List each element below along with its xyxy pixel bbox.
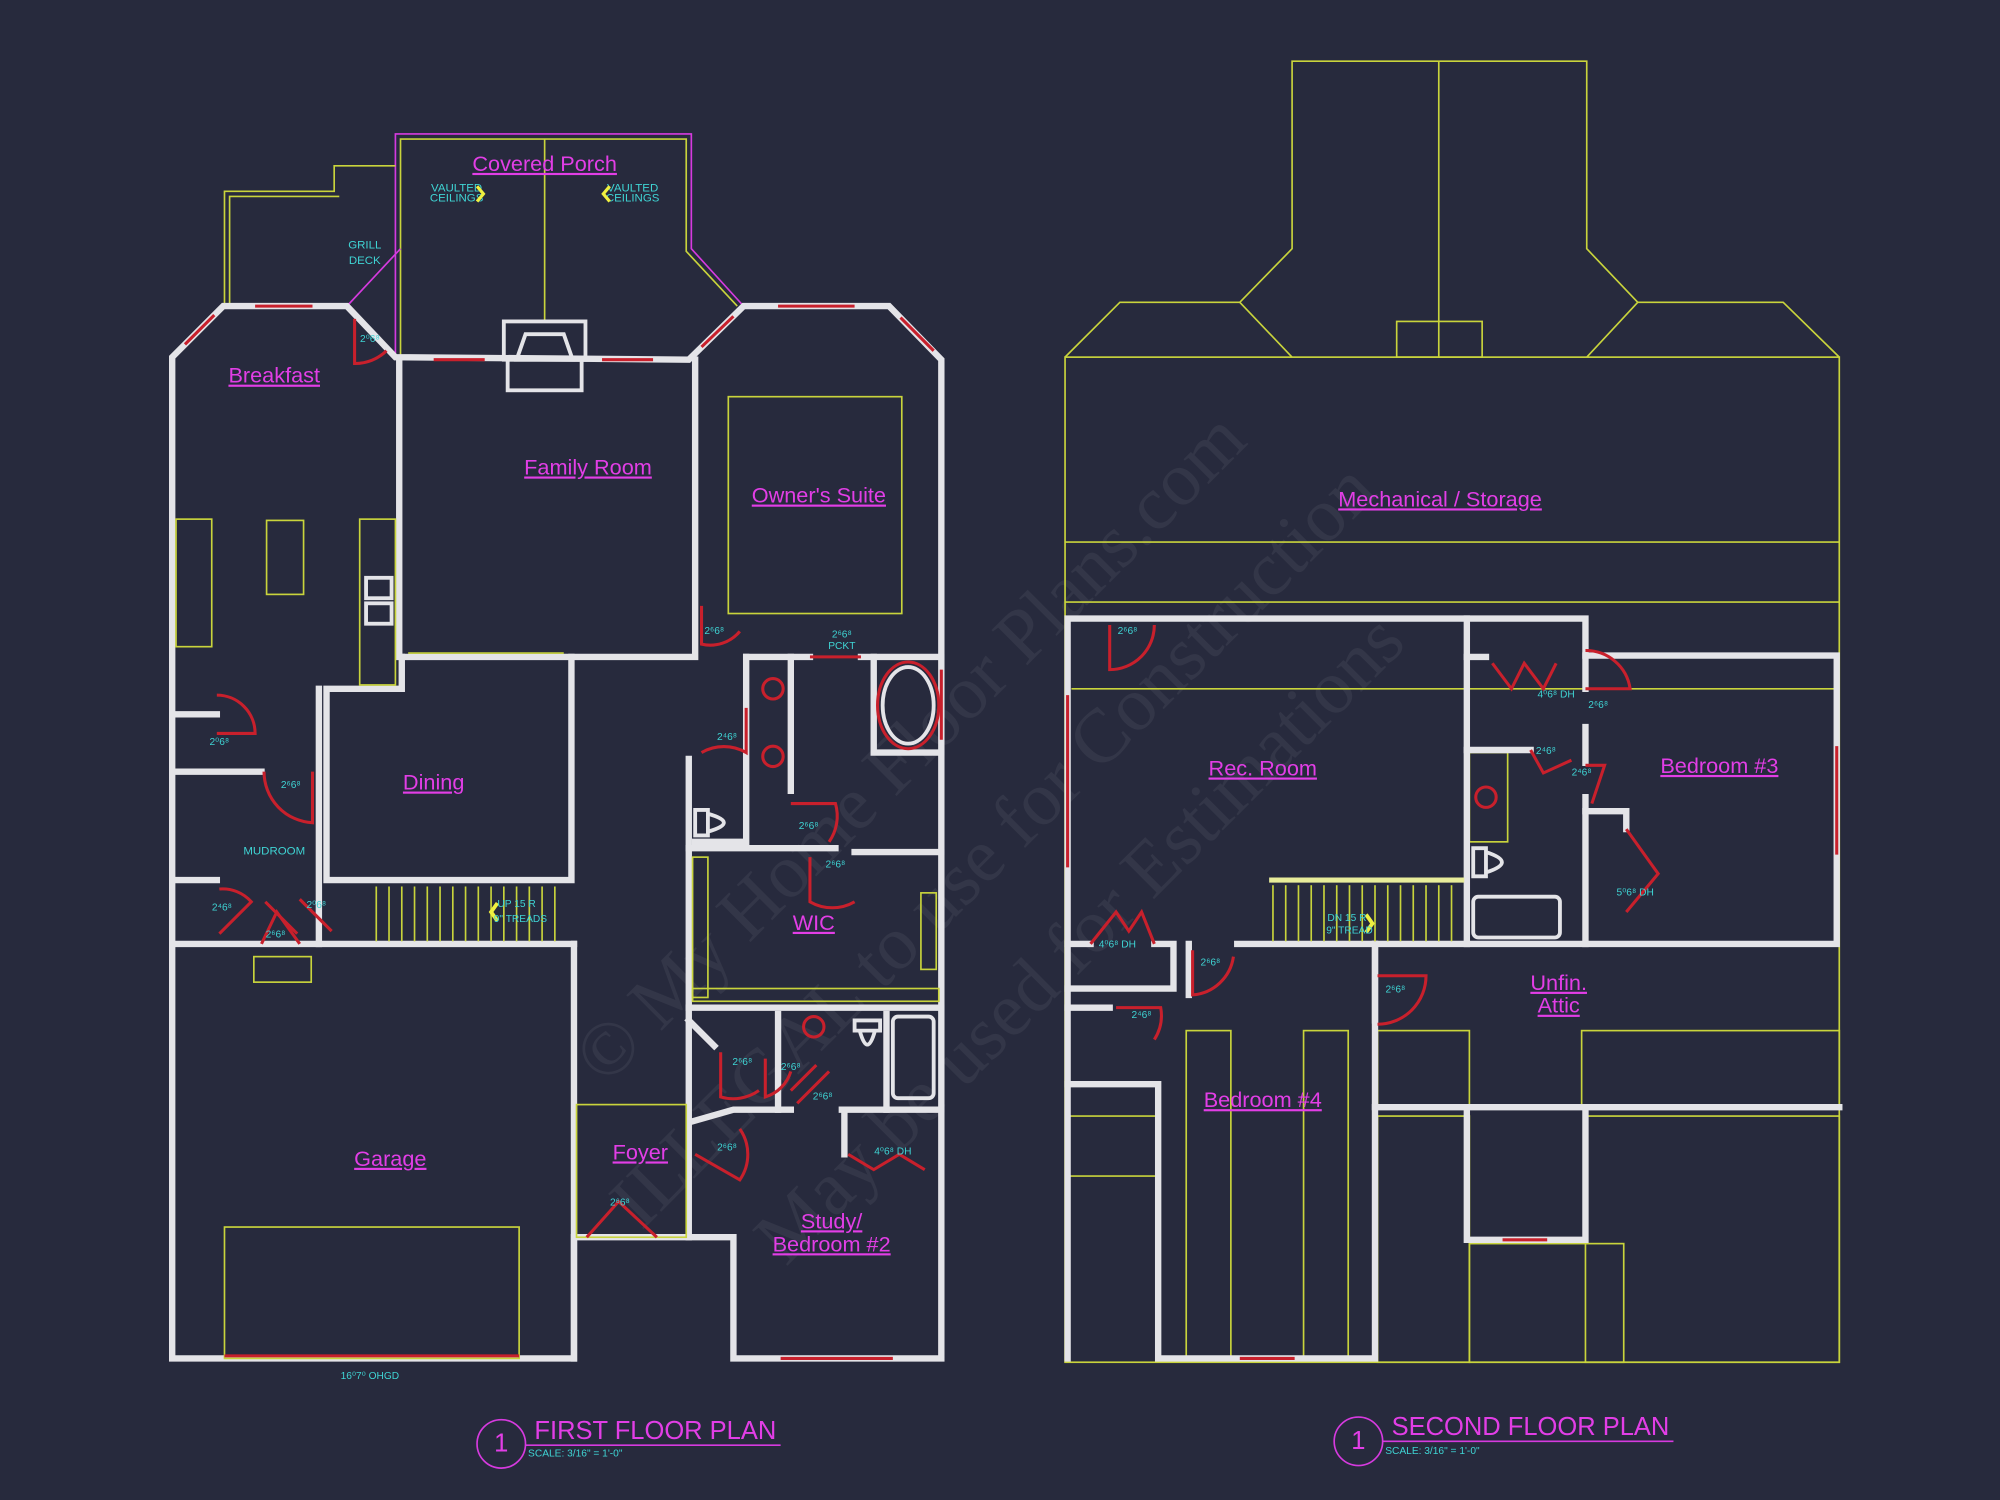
room-label-unfinished: Unfin. [1530, 970, 1587, 995]
note-pocket: PCKT [828, 641, 855, 652]
note-treads: 9" TREAD [1326, 926, 1372, 937]
room-label-mechanical-storage: Mechanical / Storage [1338, 486, 1542, 511]
door-tag: 2⁶6⁸ [813, 1091, 833, 1102]
covered-porch-outline [223, 133, 745, 358]
room-label-rec-room: Rec. Room [1209, 756, 1317, 781]
door-tag: 4⁰6⁸ DH [874, 1146, 911, 1157]
room-label-garage: Garage [354, 1146, 426, 1171]
first-floor-stairs [375, 886, 556, 942]
door-tag: 2⁶6⁸ [826, 859, 846, 870]
note-deck: DECK [349, 255, 381, 267]
room-label-study: Study/ [801, 1208, 863, 1233]
door-tag: 2⁴6⁸ [1572, 768, 1592, 779]
note-pocket-door: 2⁶6⁸ [832, 630, 852, 641]
second-floor-title-block: 1 SECOND FLOOR PLAN SCALE: 3/16" = 1'-0" [1333, 1413, 1674, 1467]
room-label-foyer: Foyer [613, 1139, 668, 1164]
door-tag: 2⁰6⁸ [306, 900, 326, 911]
note-stairs-up: UP 15 R [497, 899, 535, 910]
note-vaulted: VAULTED [607, 182, 658, 194]
door-tag: 2⁶6⁸ [1588, 700, 1608, 711]
door-tag: 2⁴6⁸ [1132, 1010, 1152, 1021]
drawing-number: 1 [1351, 1427, 1365, 1455]
note-ceilings: CEILINGS [606, 193, 660, 205]
room-label-bedroom-3: Bedroom #3 [1660, 753, 1778, 778]
room-label-bedroom-4: Bedroom #4 [1204, 1087, 1322, 1112]
door-tag: 2⁰6⁸ [360, 334, 380, 345]
first-floor-title-block: 1 FIRST FLOOR PLAN SCALE: 3/16" = 1'-0" [476, 1417, 781, 1469]
room-label-bedroom-2: Bedroom #2 [773, 1231, 891, 1256]
note-grill: GRILL [348, 240, 381, 252]
door-tag: 2⁶6⁸ [281, 780, 301, 791]
door-tag: 2⁴6⁸ [1536, 746, 1556, 757]
second-floor-walls [1064, 615, 1843, 1362]
door-tag: 4⁰6⁸ DH [1537, 690, 1574, 701]
door-tag: 2⁶6⁸ [732, 1057, 752, 1068]
door-tag: 2⁶6⁸ [704, 626, 724, 637]
first-floor-doors-windows [183, 304, 943, 1360]
door-tag: 2⁶6⁸ [266, 929, 286, 940]
door-tag: 2⁶6⁸ [610, 1197, 630, 1208]
note-treads: 9" TREADS [494, 914, 547, 925]
drawing-title: SECOND FLOOR PLAN [1392, 1413, 1670, 1441]
door-tag: 2⁰6⁸ [210, 737, 230, 748]
note-vaulted: VAULTED [431, 182, 482, 194]
door-tag: 2⁴6⁸ [717, 732, 737, 743]
second-floor-door-tags: 2⁶6⁸ 4⁰6⁸ DH 2⁶6⁸ 2⁴6⁸ 2⁴6⁸ 5⁰6⁸ DH 4⁰6⁸… [1099, 626, 1654, 1021]
room-label-breakfast: Breakfast [228, 363, 320, 388]
note-ceilings: CEILINGS [430, 193, 484, 205]
note-stairs-down: DN 15 R [1327, 913, 1366, 924]
note-mudroom: MUDROOM [243, 846, 305, 858]
door-tag: 2⁶6⁸ [1385, 984, 1405, 995]
second-floor-plan: Mechanical / Storage Rec. Room Bedroom #… [1064, 60, 1843, 1467]
first-floor-door-tags: 2⁰6⁸ 2⁰6⁸ 2⁶6⁸ 2⁴6⁸ 2⁰6⁸ 2⁶6⁸ 2⁶6⁸ 2⁴6⁸ … [210, 334, 912, 1209]
first-floor-fixtures [175, 395, 941, 1360]
second-floor-fixtures [1269, 785, 1562, 942]
room-label-dining: Dining [403, 770, 464, 795]
door-tag: 4⁰6⁸ DH [1099, 940, 1136, 951]
second-floor-doors-windows [1066, 624, 1839, 1360]
door-tag: 2⁶6⁸ [799, 821, 819, 832]
drawing-scale: SCALE: 3/16" = 1'-0" [1385, 1446, 1480, 1457]
door-tag: 2⁶6⁸ [717, 1143, 737, 1154]
room-label-wic: WIC [793, 910, 835, 935]
door-tag: 5⁰6⁸ DH [1617, 887, 1654, 898]
door-tag: 2⁶6⁸ [781, 1062, 801, 1073]
drawing-scale: SCALE: 3/16" = 1'-0" [528, 1449, 623, 1460]
note-garage-door: 16⁰7⁰ OHGD [341, 1371, 400, 1382]
room-label-attic: Attic [1538, 993, 1580, 1018]
first-floor-plan: Covered Porch Breakfast Family Room Owne… [169, 133, 945, 1469]
door-tag: 2⁴6⁸ [212, 903, 232, 914]
room-label-owners-suite: Owner's Suite [752, 483, 886, 508]
room-label-family-room: Family Room [524, 454, 652, 479]
door-tag: 2⁶6⁸ [1118, 626, 1138, 637]
drawing-title: FIRST FLOOR PLAN [534, 1417, 776, 1445]
door-tag: 2⁶6⁸ [1201, 958, 1221, 969]
drawing-number: 1 [494, 1430, 508, 1458]
room-label-covered-porch: Covered Porch [472, 151, 617, 176]
